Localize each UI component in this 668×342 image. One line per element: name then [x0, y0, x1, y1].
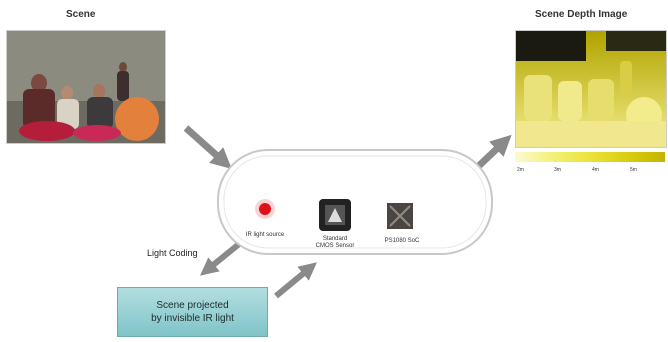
scene-title: Scene [66, 9, 96, 20]
depth-image-title: Scene Depth Image [535, 9, 628, 20]
light-coding-box: Scene projected by invisible IR light [117, 287, 268, 337]
sensor-device [217, 149, 493, 255]
depth-tick-label: 2m [517, 167, 524, 173]
coding-box-line2: by invisible IR light [151, 313, 234, 324]
cmos-sensor-label: Standard CMOS Sensor [304, 236, 366, 250]
cmos-sensor-icon [319, 199, 351, 231]
ir-light-label: IR light source [245, 232, 285, 238]
cmos-label-line1: Standard [322, 236, 348, 242]
depth-tick-label: 5m [630, 167, 637, 173]
soc-chip-icon [387, 203, 413, 229]
depth-tick-label: 3m [554, 167, 561, 173]
coding-to-sensor-arrow [274, 262, 317, 299]
ir-light-dot [255, 199, 275, 219]
light-coding-label: Light Coding [147, 248, 198, 258]
cmos-label-line2: CMOS Sensor [315, 243, 355, 249]
coding-box-line1: Scene projected [156, 300, 229, 311]
scene-photo [6, 30, 166, 144]
soc-label: PS1080 SoC [384, 238, 420, 244]
depth-image [515, 30, 667, 148]
depth-colorbar [515, 152, 665, 162]
scene-to-device-arrow [183, 125, 232, 170]
depth-tick-label: 4m [592, 167, 599, 173]
